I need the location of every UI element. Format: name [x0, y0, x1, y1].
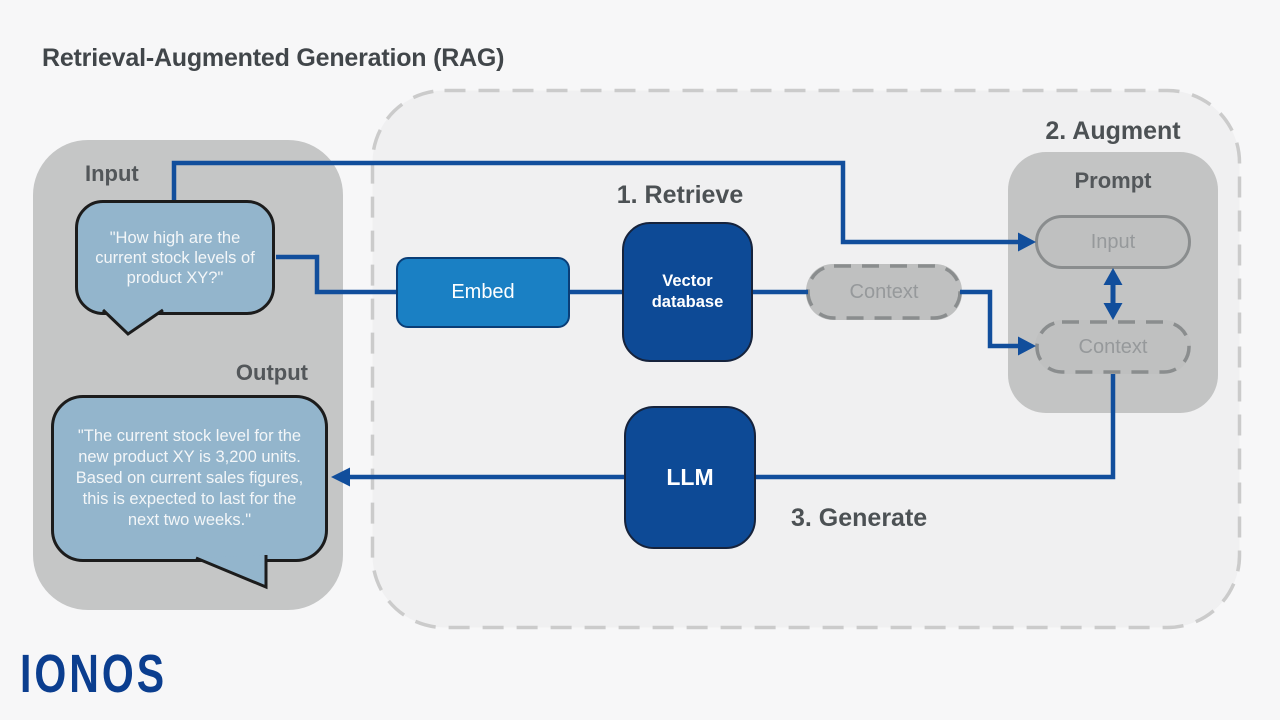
output-section-label: Output [235, 360, 308, 385]
input-bubble-line: "How high are the [109, 228, 241, 247]
arrowhead-into-prompt-context [1018, 336, 1036, 356]
input-section-label: Input [85, 161, 139, 186]
input-bubble-line: product XY?" [126, 268, 224, 287]
prompt-panel-title: Prompt [1074, 168, 1152, 193]
input-bubble-line: current stock levels of [95, 248, 255, 267]
context-pill: Context [806, 264, 962, 320]
arrowhead-into-prompt-input [1018, 232, 1036, 252]
prompt-context-dashed-border [1035, 320, 1191, 374]
output-bubble-line: next two weeks." [127, 511, 252, 529]
page-title: Retrieval-Augmented Generation (RAG) [42, 44, 505, 72]
vector-database-node: Vector database [622, 222, 753, 362]
output-speech-bubble: "The current stock level for the new pro… [51, 395, 328, 562]
connector-input-to-embed [276, 254, 398, 295]
prompt-input-label: Input [1090, 230, 1136, 253]
output-bubble-line: "The current stock level for the [77, 427, 302, 445]
context-label: Context [849, 280, 919, 303]
output-bubble-line: this is expected to last for the [82, 490, 297, 508]
step-augment-label: 2. Augment [1045, 117, 1181, 145]
embed-label: Embed [451, 281, 515, 303]
output-bubble-line: new product XY is 3,200 units. [78, 448, 301, 466]
step-generate-label: 3. Generate [791, 504, 928, 532]
prompt-context-label: Context [1078, 335, 1148, 358]
arrowhead-into-output-bubble [331, 467, 350, 487]
connector-input-to-prompt [171, 160, 1019, 245]
ionos-logo: IONOS [20, 643, 168, 704]
prompt-input-pill: Input [1035, 215, 1191, 269]
prompt-context-pill: Context [1035, 320, 1191, 374]
input-bubble-tail [101, 308, 164, 336]
arrowhead-down [1103, 303, 1123, 320]
vector-database-label: Vector database [651, 272, 724, 311]
output-bubble-tail [195, 555, 268, 590]
llm-label: LLM [666, 464, 714, 490]
connector-context-to-prompt [960, 289, 1019, 349]
connector-prompt-to-llm [754, 374, 1116, 480]
prompt-panel: Prompt Input Context [1008, 152, 1218, 413]
arrowhead-up [1103, 268, 1123, 285]
llm-node: LLM [624, 406, 756, 549]
input-speech-bubble: "How high are the current stock levels o… [75, 200, 275, 315]
embed-node: Embed [396, 257, 570, 328]
output-bubble-line: Based on current sales figures, [75, 469, 304, 487]
step-retrieve-label: 1. Retrieve [616, 181, 744, 209]
